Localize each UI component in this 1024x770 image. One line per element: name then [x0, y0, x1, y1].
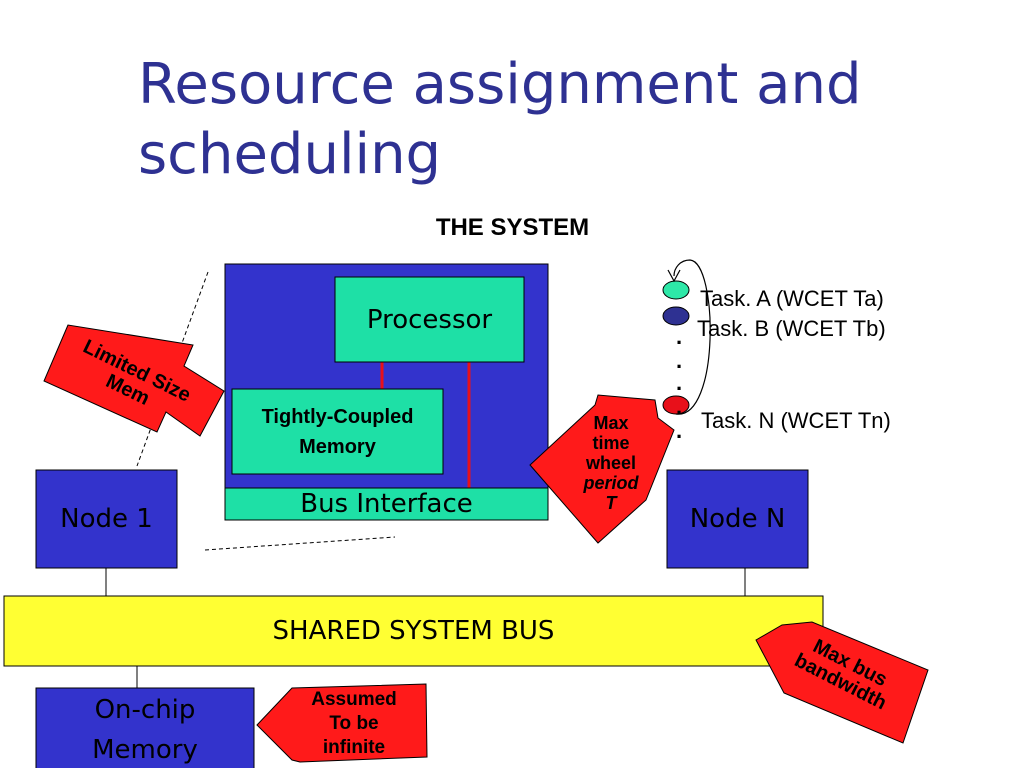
cycle-arrow [673, 259, 711, 415]
ellipsis-dot: . [676, 418, 683, 443]
system-heading: THE SYSTEM [435, 214, 590, 241]
callout-max-time-line: time [592, 433, 630, 453]
nodeN-label: Node N [689, 504, 786, 534]
bus-interface-box [224, 487, 549, 521]
tcm-label: Tightly-Coupled Memory [261, 405, 414, 458]
ellipsis-dot: . [676, 370, 683, 395]
task-a-circle [662, 280, 690, 300]
task-a-label: Task. A (WCET Ta) [700, 286, 884, 311]
onchip-memory-label: On-chip Memory [92, 695, 198, 765]
slide-title: Resource assignment and scheduling [138, 52, 862, 187]
callout-max-time-line: wheel [585, 453, 637, 473]
callout-limited-mem [43, 324, 225, 437]
onchip-memory-box [35, 687, 255, 768]
callout-assumed-text: Assumed To be infinite [311, 689, 397, 758]
processor-box [334, 276, 525, 363]
callout-max-time-line: Max [593, 413, 629, 433]
callout-max-time-line: T [605, 493, 617, 513]
processor-label: Processor [366, 304, 493, 335]
task-b-circle [662, 306, 690, 326]
node1-label: Node 1 [60, 504, 153, 534]
task-n-label: Task. N (WCET Tn) [701, 408, 891, 433]
ellipsis-dot: . [676, 324, 683, 349]
tcm-box [231, 388, 444, 475]
bus-interface-label: Bus Interface [300, 489, 473, 519]
nodeN-box [666, 469, 809, 569]
shared-bus-label: SHARED SYSTEM BUS [272, 616, 555, 646]
callout-max-bus [755, 621, 929, 744]
ellipsis-dot: . [676, 394, 683, 419]
shared-bus-box [3, 595, 824, 667]
cycle-arrowhead [667, 269, 681, 283]
ellipsis-dot: . [676, 348, 683, 373]
callout-max-time-text: Max time wheel period T [566, 413, 656, 513]
node1-box [35, 469, 178, 569]
callout-max-time-line: period [583, 473, 639, 493]
callout-max-time [529, 394, 675, 544]
zoom-line-bottom [204, 536, 396, 551]
callout-assumed [256, 683, 428, 763]
task-b-label: Task. B (WCET Tb) [697, 316, 886, 341]
